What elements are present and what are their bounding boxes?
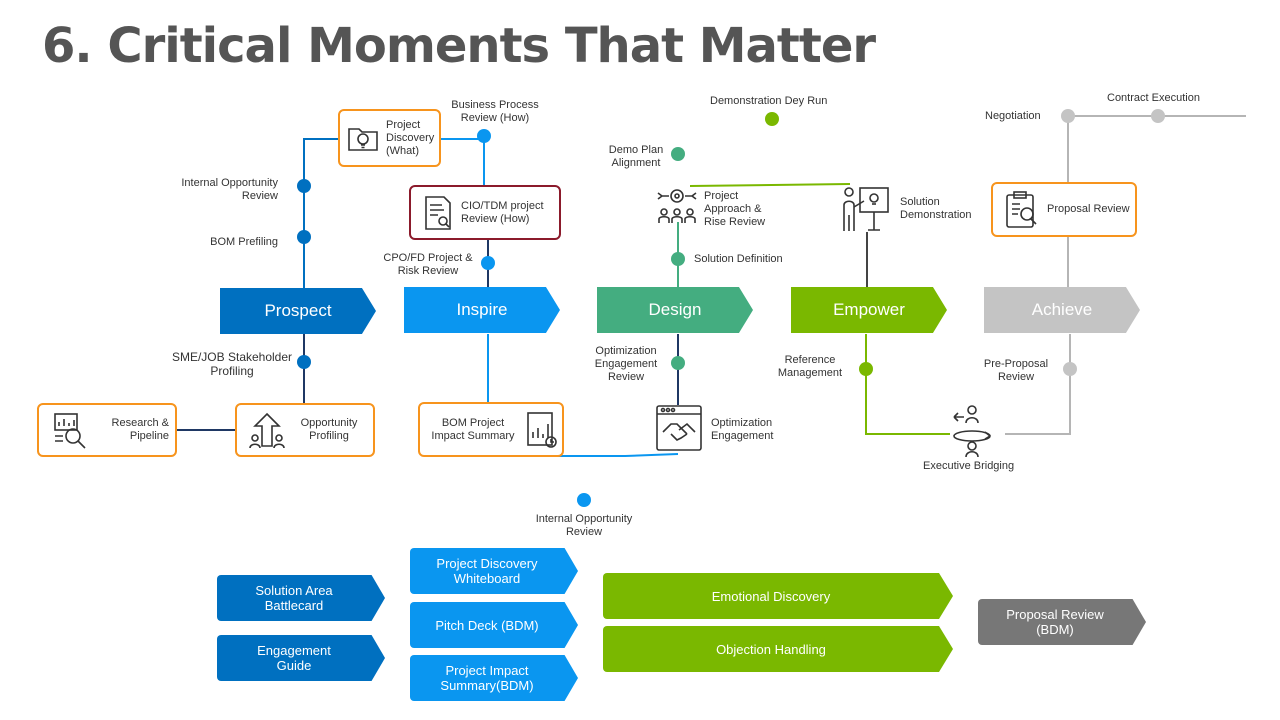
stage-inspire-label: Inspire [456,300,508,319]
label-cpo-fd: CPO/FD Project & Risk Review [383,252,473,277]
dot-business-process-review [477,129,491,143]
prospect-upper-line [303,138,338,288]
dot-demonstration-dry-run [765,112,779,126]
dot-demo-plan-alignment [671,147,685,161]
card-opportunity-profiling: Opportunity Profiling [235,403,375,457]
label-executive-bridging: Executive Bridging [923,460,1015,472]
stage-inspire: Inspire [404,287,560,333]
dot-internal-opportunity-review [297,179,311,193]
chart-report-icon [527,411,557,448]
asset-emotional-discovery: Emotional Discovery [603,573,953,619]
stage-design-label: Design [648,300,702,319]
label-solution-definition: Solution Definition [694,253,783,265]
card-project-discovery-text: Project Discovery (What) [386,118,435,157]
asset-engagement-guide: Engagement Guide [217,635,385,681]
asset-proposal-review-bdm-text: Proposal Review (BDM) [1006,607,1104,637]
dot-solution-definition [671,252,685,266]
card-project-discovery: Project Discovery (What) [338,109,441,167]
dot-reference-management [859,362,873,376]
stage-design: Design [597,287,753,333]
card-proposal-review: Proposal Review [991,182,1137,237]
label-contract-execution: Contract Execution [1107,92,1200,104]
stage-achieve-label: Achieve [1031,300,1093,319]
presenter-board-icon [843,187,889,231]
clipboard-review-icon [1006,190,1037,228]
empower-lower-line [865,334,950,435]
asset-proposal-review-bdm: Proposal Review (BDM) [978,599,1146,645]
card-bom-impact: BOM Project Impact Summary [418,402,564,457]
card-proposal-review-text: Proposal Review [1047,203,1130,215]
asset-project-discovery-whiteboard-text: Project Discovery Whiteboard [436,556,538,586]
demo-green-line [689,183,851,187]
growth-arrow-icon [249,412,285,449]
label-solution-demonstration: Solution Demonstration [900,196,972,221]
stage-prospect: Prospect [220,288,376,334]
label-optimization-engagement: Optimization Engagement [711,417,774,442]
label-internal-opportunity-review: Internal Opportunity Review [181,177,278,202]
label-business-process-review: Business Process Review (How) [451,99,539,124]
label-project-approach: Project Approach & Rise Review [704,190,766,228]
folder-lightbulb-icon [348,128,378,151]
asset-engagement-guide-text: Engagement Guide [257,643,331,673]
stage-empower-label: Empower [833,300,905,319]
dot-sme-job [297,355,311,369]
people-network-icon [657,189,697,223]
asset-pitch-deck-text: Pitch Deck (BDM) [435,617,539,633]
card-research-pipeline: Research & Pipeline [37,403,177,457]
card-research-pipeline-text: Research & Pipeline [111,417,169,442]
dot-contract-execution [1151,109,1165,123]
asset-project-discovery-whiteboard: Project Discovery Whiteboard [410,548,578,594]
stage-achieve: Achieve [984,287,1140,333]
label-demo-plan-alignment: Demo Plan Alignment [608,144,664,169]
asset-pitch-deck: Pitch Deck (BDM) [410,602,578,648]
stage-empower: Empower [791,287,947,333]
review-document-icon [425,195,451,230]
asset-objection-handling: Objection Handling [603,626,953,672]
dot-cpo-fd-review [481,256,495,270]
executive-bridging-icon [953,405,991,457]
inspire-upper-line [441,138,485,186]
dot-optimization-engagement-review [671,356,685,370]
analytics-magnifier-icon [54,413,86,449]
dot-internal-opportunity-review-bottom [577,493,591,507]
label-negotiation: Negotiation [985,110,1041,122]
asset-solution-area-battlecard-text: Solution Area Battlecard [255,583,333,613]
achieve-lower-line [1005,334,1071,435]
card-cio-tdm: CIO/TDM project Review (How) [409,185,561,240]
asset-solution-area-battlecard: Solution Area Battlecard [217,575,385,621]
dot-negotiation [1061,109,1075,123]
card-bom-impact-text: BOM Project Impact Summary [431,416,515,442]
dot-bom-prefiling [297,230,311,244]
asset-project-impact-summary-text: Project Impact Summary(BDM) [440,663,534,693]
asset-project-impact-summary: Project Impact Summary(BDM) [410,655,578,701]
stage-prospect-label: Prospect [264,301,332,320]
dot-pre-proposal-review [1063,362,1077,376]
label-pre-proposal-review: Pre-Proposal Review [983,358,1049,383]
asset-objection-handling-text: Objection Handling [716,641,826,657]
label-bom-prefiling: BOM Prefiling [210,236,278,248]
label-optimization-engagement-review: Optimization Engagement Review [594,345,658,383]
page-title: 6. Critical Moments That Matter [42,18,876,74]
label-reference-management: Reference Management [777,354,843,379]
label-demonstration-dry-run: Demonstration Dey Run [710,95,828,107]
label-internal-opportunity-review-bottom: Internal Opportunity Review [535,513,633,538]
label-sme-job: SME/JOB Stakeholder Profiling [171,350,293,378]
asset-emotional-discovery-text: Emotional Discovery [711,588,831,604]
card-cio-tdm-text: CIO/TDM project Review (How) [461,199,544,225]
card-opportunity-profiling-text: Opportunity Profiling [300,417,358,442]
handshake-window-icon [656,405,702,451]
